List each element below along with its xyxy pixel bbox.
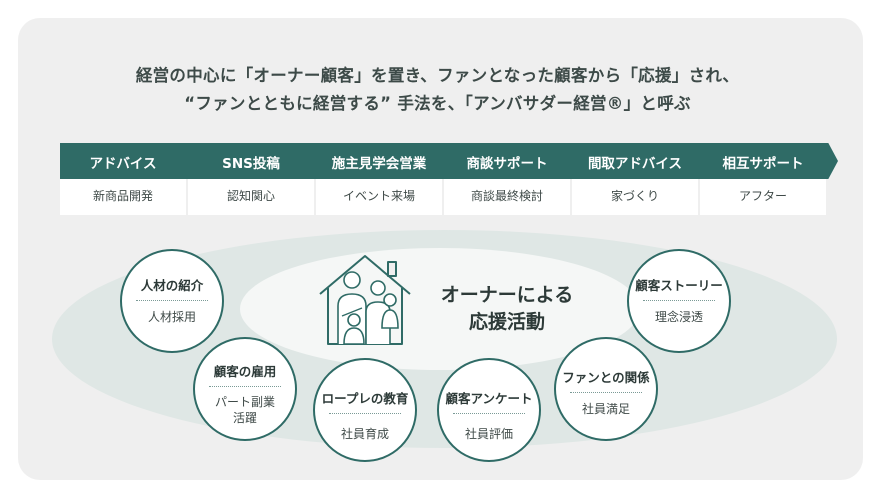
- circle-sub: 理念浸透: [654, 310, 703, 324]
- step-sub: 認知関心: [188, 179, 314, 215]
- process-steps: アドバイス 新商品開発 SNS投稿 認知関心 施主見学会営業 イベント来場 商談…: [60, 143, 838, 215]
- circle-title: ファンとの関係: [562, 370, 650, 385]
- step-sub: イベント来場: [316, 179, 442, 215]
- step-sub: 商談最終検討: [444, 179, 570, 215]
- step-title: 施主見学会営業: [331, 156, 427, 172]
- circle-sub: 社員育成: [340, 427, 389, 441]
- circle-talent-referral: 人材の紹介 人材採用: [120, 249, 224, 353]
- step-title: 相互サポート: [722, 156, 804, 172]
- circle-customer-employment: 顧客の雇用 パート副業 活躍: [193, 337, 297, 441]
- circle-fan-relationship: ファンとの関係 社員満足: [554, 337, 658, 441]
- center-line-1: オーナーによる: [440, 284, 574, 306]
- center-label: オーナーによる 応援活動: [432, 282, 582, 336]
- center-line-2: 応援活動: [468, 311, 545, 333]
- circle-title: 人材の紹介: [140, 278, 204, 293]
- step-mutual-support: 相互サポート アフター: [700, 143, 838, 215]
- step-sub: 家づくり: [572, 179, 698, 215]
- circle-sub: 社員満足: [581, 402, 630, 416]
- step-title: 商談サポート: [466, 156, 548, 172]
- circle-title: 顧客ストーリー: [635, 278, 723, 293]
- circle-sub: パート副業 活躍: [214, 395, 275, 425]
- circle-customer-survey: 顧客アンケート 社員評価: [437, 358, 541, 462]
- circle-roleplay-education: ロープレの教育 社員育成: [313, 358, 417, 462]
- circle-title: 顧客アンケート: [445, 391, 533, 406]
- family-house-icon: [319, 255, 411, 345]
- divider: [570, 392, 642, 393]
- step-open-house: 施主見学会営業 イベント来場: [316, 143, 454, 215]
- step-sub: アフター: [700, 179, 826, 215]
- step-title: 間取アドバイス: [587, 156, 683, 172]
- step-sub: 新商品開発: [60, 179, 186, 215]
- divider: [136, 300, 208, 301]
- step-title: アドバイス: [89, 156, 157, 172]
- divider: [209, 386, 281, 387]
- headline-line-1: 経営の中心に「オーナー顧客」を置き、ファンとなった顧客から「応援」され、: [135, 66, 740, 85]
- circle-customer-story: 顧客ストーリー 理念浸透: [627, 249, 731, 353]
- divider: [453, 413, 525, 414]
- divider: [329, 413, 401, 414]
- step-advice: アドバイス 新商品開発: [60, 143, 198, 215]
- headline-line-2: “ファンとともに経営する” 手法を、「アンバサダー経営®」と呼ぶ: [184, 94, 691, 113]
- step-sns: SNS投稿 認知関心: [188, 143, 326, 215]
- divider: [643, 300, 715, 301]
- circle-title: 顧客の雇用: [213, 364, 277, 379]
- step-floorplan: 間取アドバイス 家づくり: [572, 143, 710, 215]
- circle-title: ロープレの教育: [321, 391, 409, 406]
- step-title: SNS投稿: [222, 156, 280, 172]
- circle-sub: 人材採用: [147, 310, 196, 324]
- step-negotiation: 商談サポート 商談最終検討: [444, 143, 582, 215]
- circle-sub: 社員評価: [464, 427, 513, 441]
